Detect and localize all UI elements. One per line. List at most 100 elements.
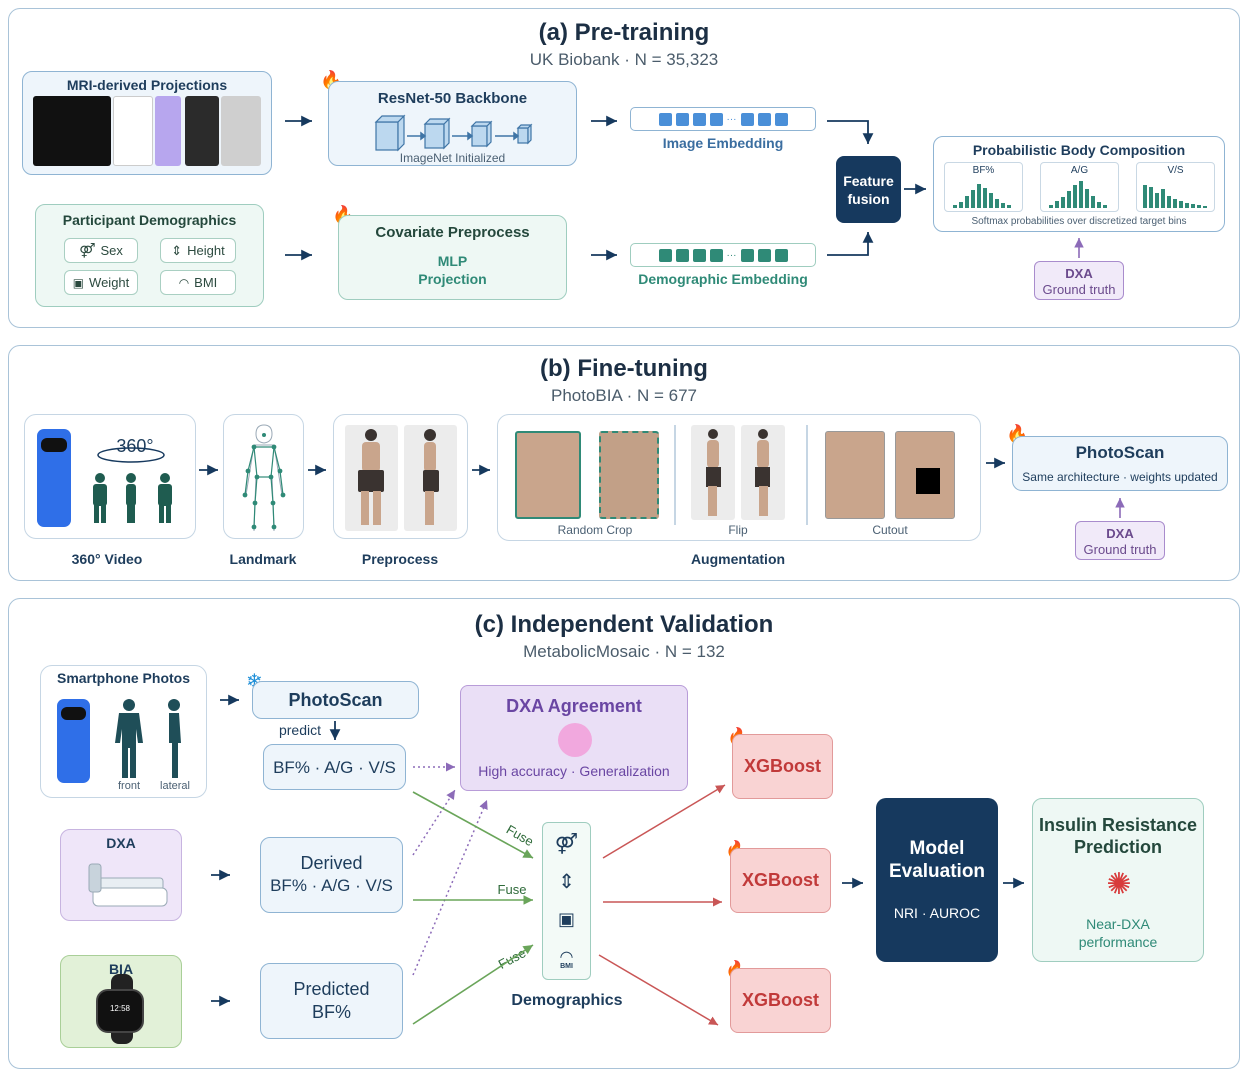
- resnet-backbone-box: ResNet-50 Backbone ImageNet Initialized: [328, 81, 577, 166]
- histogram-vs: [1143, 185, 1207, 208]
- bia-source-card: BIA 12:58: [60, 955, 182, 1048]
- mri-surface-image: [221, 96, 261, 166]
- phone-icon: [37, 429, 71, 527]
- preprocess-card: [333, 414, 468, 539]
- flip-label: Flip: [728, 523, 748, 537]
- mri-blue-projection-image: [155, 96, 181, 166]
- covariate-preprocess-box: Covariate Preprocess MLP Projection: [338, 215, 567, 300]
- image-embedding-label: Image Embedding: [662, 135, 784, 151]
- phone-icon: [57, 699, 90, 783]
- demographic-embedding-vector: ···: [630, 243, 816, 267]
- scale-icon: ▣: [557, 909, 575, 929]
- skeleton-landmarks-icon: [242, 424, 286, 532]
- cutout-label: Cutout: [872, 523, 908, 537]
- chip-weight: ▣Weight: [64, 270, 138, 295]
- video-label: 360° Video: [71, 551, 143, 567]
- panel-b-title: (b) Fine-tuning: [540, 355, 708, 382]
- feature-fusion-node: Feature fusion: [836, 156, 901, 223]
- mri-slices-image: [33, 96, 111, 166]
- cutout-photo-2: [895, 431, 955, 519]
- watch-time: 12:58: [109, 1004, 131, 1013]
- augmentation-label: Augmentation: [690, 551, 786, 567]
- embedding-ellipsis: ···: [726, 113, 737, 125]
- random-crop-label: Random Crop: [557, 523, 633, 537]
- photoscan-frozen-box: PhotoScan: [252, 681, 419, 719]
- projection-label: Projection: [418, 271, 487, 287]
- histogram-bf: [953, 184, 1011, 208]
- flip-photo-2: [741, 425, 785, 520]
- model-evaluation-box: Model Evaluation NRI · AUROC: [876, 798, 998, 962]
- bmi-gauge-icon: ◠: [559, 949, 574, 966]
- predict-label: predict: [278, 722, 322, 738]
- chip-height: ⇕Height: [160, 238, 236, 263]
- front-label: front: [117, 780, 140, 792]
- panel-a-subtitle: UK Biobank · N = 35,323: [529, 50, 719, 69]
- dxa-agreement-box: DXA Agreement High accuracy · Generaliza…: [460, 685, 688, 791]
- bin-card-vs: V/S: [1136, 162, 1215, 212]
- cutout-mask: [916, 468, 940, 494]
- rotation-body-figures-icon: [93, 447, 172, 523]
- dxa-ground-truth-b: DXA Ground truth: [1075, 521, 1165, 560]
- panel-a-title: (a) Pre-training: [538, 19, 710, 46]
- preprocess-front-photo: [345, 425, 398, 531]
- gender-icon: ⚤: [554, 833, 579, 855]
- backbone-title: ResNet-50 Backbone: [377, 90, 528, 107]
- fuse-label-2: Fuse: [497, 882, 527, 897]
- gauge-icon: ◠: [178, 275, 190, 290]
- chip-sex: ⚤Sex: [64, 238, 138, 263]
- panel-c-title: (c) Independent Validation: [474, 611, 774, 638]
- fusion-line1: Feature: [843, 173, 894, 189]
- mri-projections-box: MRI-derived Projections: [22, 71, 272, 175]
- photoscan-finetune-box: PhotoScan Same architecture · weights up…: [1012, 436, 1228, 491]
- fusion-line2: fusion: [847, 191, 890, 207]
- xgboost-dxa: XGBoost: [730, 848, 831, 913]
- prob-title: Probabilistic Body Composition: [972, 142, 1186, 158]
- lateral-label: lateral: [160, 780, 190, 792]
- chip-bmi: ◠BMI: [160, 270, 236, 295]
- scale-icon: ▣: [72, 275, 85, 290]
- bin-card-bf: BF%: [944, 162, 1023, 212]
- xgboost-bia: XGBoost: [730, 968, 831, 1033]
- smartphone-photos-card: Smartphone Photos front lateral: [40, 665, 207, 798]
- image-embedding-vector: ···: [630, 107, 816, 131]
- demographics-icon-column: ⚤ ⇕ ▣ ◠ BMI: [542, 822, 591, 980]
- dxa-scanner-icon: [88, 863, 168, 907]
- landmark-card: [223, 414, 304, 539]
- crop-photo-1: [515, 431, 581, 519]
- preprocess-label: Preprocess: [361, 551, 439, 567]
- demographics-title: Participant Demographics: [62, 212, 237, 228]
- preprocess-side-photo: [404, 425, 457, 531]
- cutout-photo-1: [825, 431, 885, 519]
- augmentation-card: Random Crop Flip Cutout: [497, 414, 981, 541]
- gender-icon: ⚤: [79, 242, 96, 258]
- demographic-embedding-label: Demographic Embedding: [638, 271, 808, 287]
- panel-c-subtitle: MetabolicMosaic · N = 132: [523, 642, 725, 661]
- landmark-label: Landmark: [229, 551, 297, 567]
- photoscan-outputs-box: BF% · A/G · V/S: [263, 744, 406, 790]
- dxa-ground-truth-a: DXA Ground truth: [1034, 261, 1124, 300]
- insulin-resistance-box: Insulin Resistance Prediction ✺ Near-DXA…: [1032, 798, 1204, 962]
- angle-label: 360°: [116, 436, 154, 456]
- predicted-bf-box: Predicted BF%: [260, 963, 403, 1039]
- crop-photo-2: [599, 431, 659, 519]
- mri-body-projection-image: [185, 96, 219, 166]
- demographics-label: Demographics: [511, 992, 623, 1009]
- mlp-label: MLP: [437, 253, 468, 269]
- histogram-ag: [1049, 181, 1107, 208]
- video-card: 360°: [24, 414, 196, 539]
- mri-title: MRI-derived Projections: [66, 77, 228, 93]
- xgboost-photoscan: XGBoost: [732, 734, 833, 799]
- backbone-subtitle: ImageNet Initialized: [399, 151, 506, 165]
- virus-icon: ✺: [1106, 868, 1132, 901]
- smartphone-title: Smartphone Photos: [56, 670, 190, 686]
- covariate-title: Covariate Preprocess: [375, 224, 530, 241]
- cnn-layers-icon: [374, 114, 533, 152]
- prob-caption: Softmax probabilities over discretized t…: [971, 216, 1187, 227]
- panel-b-subtitle: PhotoBIA · N = 677: [550, 386, 697, 405]
- smartwatch-icon: [96, 974, 144, 1044]
- mri-silhouette-image: [113, 96, 153, 166]
- scatter-plot-icon: [558, 723, 592, 757]
- height-icon: ⇕: [558, 871, 575, 893]
- height-icon: ⇕: [171, 242, 183, 258]
- flip-photo-1: [691, 425, 735, 520]
